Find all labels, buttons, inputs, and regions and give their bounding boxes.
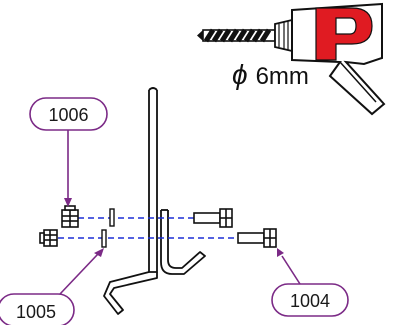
callout-1004: 1004 — [271, 248, 349, 317]
drill-bit — [197, 28, 276, 43]
diameter-symbol: ϕ — [232, 59, 248, 90]
callout-1006: 1006 — [29, 97, 108, 207]
callout-1006-arrow — [64, 198, 72, 207]
drill-size-label: ϕ 6mm — [232, 59, 309, 90]
hex-bolt-upper — [193, 208, 233, 228]
callout-1005-label: 1005 — [16, 302, 56, 322]
callout-1005-arrow — [94, 248, 104, 257]
hex-nut-lower — [39, 229, 58, 247]
drill-icon: ϕ 6mm — [197, 2, 386, 116]
callout-1006-label: 1006 — [48, 105, 88, 125]
hex-nut-upper — [61, 205, 79, 228]
callout-1004-arrow — [277, 248, 284, 257]
callout-1004-leader — [281, 255, 301, 285]
assembly-centerlines — [58, 217, 240, 239]
callout-1005: 1005 — [0, 248, 104, 325]
hex-bolt-lower — [237, 228, 277, 248]
washer-lower — [101, 229, 107, 248]
hook-clamp — [160, 209, 206, 275]
washer-upper — [109, 208, 115, 227]
drill-size-value: 6mm — [256, 63, 309, 90]
mounting-bracket — [103, 87, 158, 315]
callout-1004-label: 1004 — [290, 291, 330, 311]
callout-1005-leader — [59, 253, 99, 295]
drill-chuck — [274, 18, 293, 53]
brand-logo-icon — [315, 7, 373, 61]
